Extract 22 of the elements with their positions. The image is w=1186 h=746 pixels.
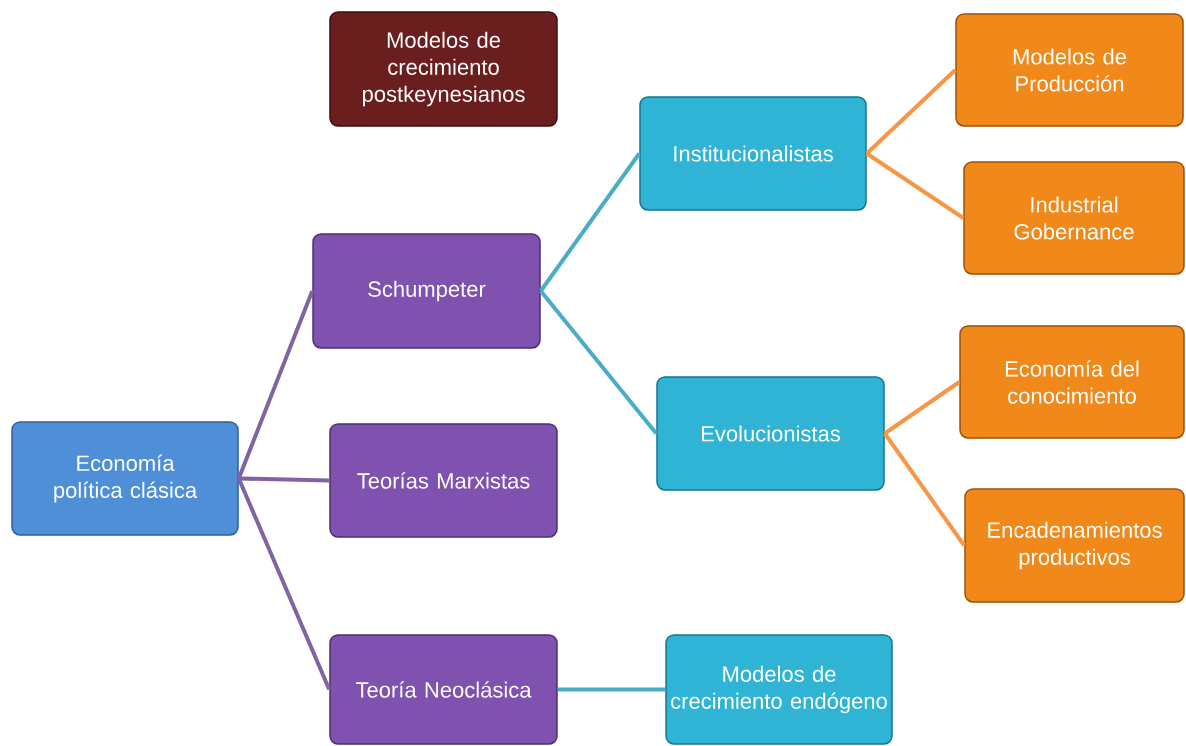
topic-box: Encadenamientos productivos: [964, 488, 1185, 603]
connector-line: [236, 477, 332, 691]
topic-box: Schumpeter: [312, 233, 541, 349]
connector-line: [865, 68, 957, 155]
topic-box: Modelos de Producción: [955, 13, 1184, 127]
topic-box: Economía política clásica: [11, 421, 239, 536]
connector-line: [539, 289, 658, 435]
topic-box: Modelos de crecimiento endógeno: [665, 634, 893, 745]
connector-line: [557, 687, 666, 692]
topic-box: Teoría Neoclásica: [329, 634, 558, 745]
connector-line: [883, 380, 961, 436]
topic-box: Industrial Gobernance: [963, 161, 1185, 275]
connector-line: [883, 432, 966, 547]
connector-line: [539, 152, 641, 293]
topic-box: Modelos de crecimiento postkeynesianos: [329, 11, 558, 127]
connector-line: [865, 151, 965, 220]
connector-line: [238, 476, 330, 483]
topic-box: Economía del conocimiento: [959, 325, 1185, 439]
topic-box: Evolucionistas: [656, 376, 885, 491]
topic-box: Teorías Marxistas: [329, 423, 558, 538]
connector-line: [236, 290, 315, 480]
topic-box: Institucionalistas: [639, 96, 867, 211]
